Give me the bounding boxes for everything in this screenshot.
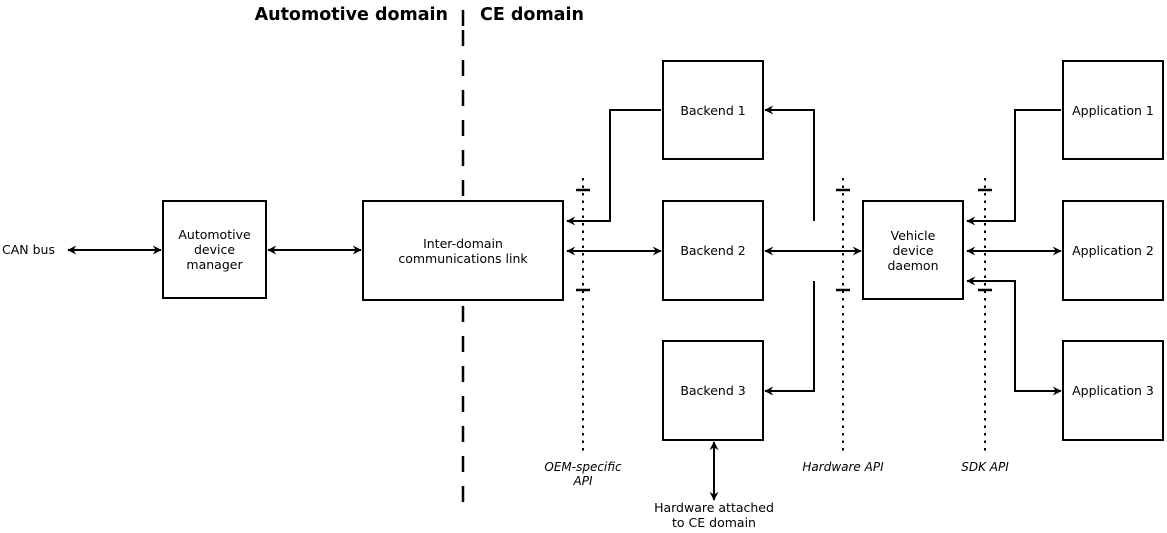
edge-backend1-interdomain — [566, 109, 661, 226]
interdomain-line-2: communications link — [398, 250, 528, 266]
hardware-attached-line-2: to CE domain — [672, 515, 756, 530]
edge-vdd-app3 — [966, 276, 1062, 396]
label-can-bus: CAN bus — [2, 242, 55, 257]
edge-vdd-backend3 — [764, 281, 815, 396]
label-backend-3: Backend 3 — [680, 383, 746, 398]
label-backend-2: Backend 2 — [680, 243, 746, 258]
interdomain-line-1: Inter-domain — [423, 235, 503, 251]
adm-line-1: Automotive — [178, 227, 251, 242]
vdd-line-1: Vehicle — [890, 227, 936, 243]
label-vehicle-device-daemon: Vehicle device daemon — [863, 201, 963, 299]
label-application-3: Application 3 — [1072, 383, 1154, 398]
node-backend-1[interactable] — [662, 60, 764, 160]
label-backend-1: Backend 1 — [680, 102, 746, 118]
node-interdomain-communications-link[interactable] — [362, 200, 564, 301]
label-automotive-device-manager: Automotive device manager — [163, 201, 266, 298]
label-oem-specific-api: OEM-specific API — [513, 460, 653, 488]
edge-vdd-backend1 — [764, 105, 815, 221]
node-application-1[interactable] — [1062, 60, 1164, 160]
adm-line-3: manager — [186, 257, 243, 272]
sdk-api-boundary — [978, 178, 992, 455]
label-application-1: Application 1 — [1072, 102, 1154, 118]
label-hardware-attached-to-ce-domain: Hardware attached to CE domain — [614, 500, 814, 530]
oem-api-line-1: OEM-specific — [544, 460, 622, 474]
node-vehicle-device-daemon[interactable] — [862, 200, 964, 300]
hardware-api-boundary — [836, 178, 850, 455]
label-interdomain-communications-link: Inter-domain communications link — [363, 201, 563, 300]
node-application-2[interactable] — [1062, 200, 1164, 301]
label-application-2: Application 2 — [1072, 243, 1154, 258]
hardware-attached-line-1: Hardware attached — [654, 500, 774, 515]
node-backend-3[interactable] — [662, 340, 764, 441]
vdd-line-2: device — [892, 242, 934, 258]
oem-specific-api-boundary — [576, 178, 590, 455]
node-application-3[interactable] — [1062, 340, 1164, 441]
header-ce-domain: CE domain — [480, 5, 584, 25]
label-sdk-api: SDK API — [961, 460, 1009, 474]
vdd-line-3: daemon — [887, 257, 939, 273]
node-automotive-device-manager[interactable] — [162, 200, 267, 299]
adm-line-2: device — [193, 242, 236, 257]
header-automotive-domain: Automotive domain — [254, 5, 448, 25]
oem-api-line-2: API — [573, 474, 593, 488]
label-hardware-api: Hardware API — [802, 460, 884, 474]
edge-app1-vdd — [966, 109, 1061, 226]
node-backend-2[interactable] — [662, 200, 764, 301]
